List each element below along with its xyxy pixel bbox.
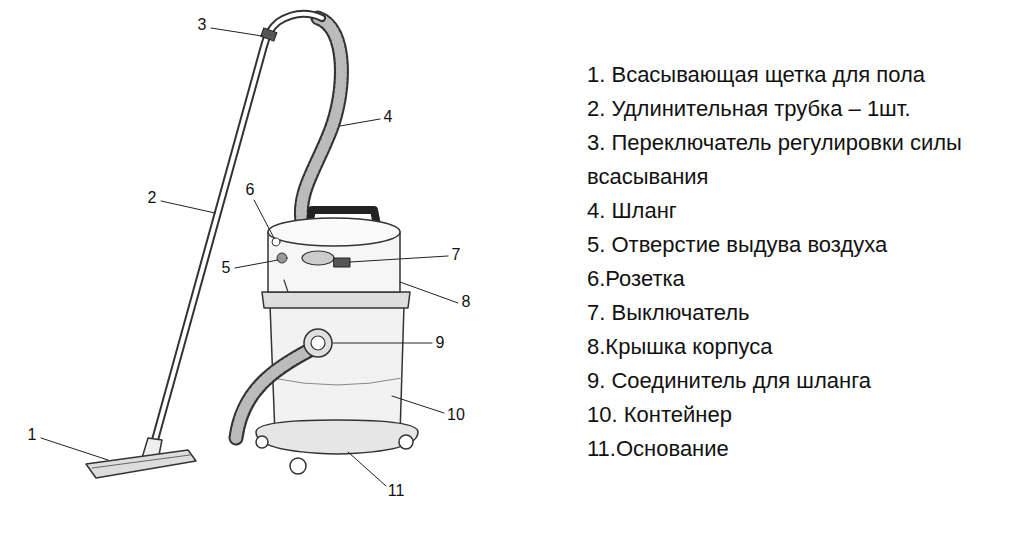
part-name: 5. Отверстие выдува воздуха xyxy=(587,228,1007,262)
callout-number: 8 xyxy=(462,293,471,311)
part-name: 7. Выключатель xyxy=(587,296,1007,330)
callout-number: 9 xyxy=(436,334,445,352)
part-name: 8.Крышка корпуса xyxy=(587,330,1007,364)
callout-number: 3 xyxy=(198,16,207,34)
callout-number: 11 xyxy=(388,482,405,500)
callout-number: 7 xyxy=(452,246,461,264)
part-name: 3. Переключатель регулировки силы всасыв… xyxy=(587,126,1007,194)
callout-number: 1 xyxy=(28,426,37,444)
callout-number: 10 xyxy=(447,406,465,424)
part-name: 2. Удлинительная трубка – 1шт. xyxy=(587,92,1007,126)
callout-number: 5 xyxy=(222,259,231,277)
part-name: 11.Основание xyxy=(587,432,1007,466)
callout-number: 2 xyxy=(148,189,157,207)
parts-list: 1. Всасывающая щетка для пола2. Удлините… xyxy=(587,58,1007,466)
part-name: 10. Контейнер xyxy=(587,398,1007,432)
callout-number: 4 xyxy=(384,108,393,126)
part-name: 6.Розетка xyxy=(587,262,1007,296)
callout-number: 6 xyxy=(246,181,255,199)
part-name: 4. Шланг xyxy=(587,194,1007,228)
part-name: 1. Всасывающая щетка для пола xyxy=(587,58,1007,92)
part-name: 9. Соединитель для шланга xyxy=(587,364,1007,398)
